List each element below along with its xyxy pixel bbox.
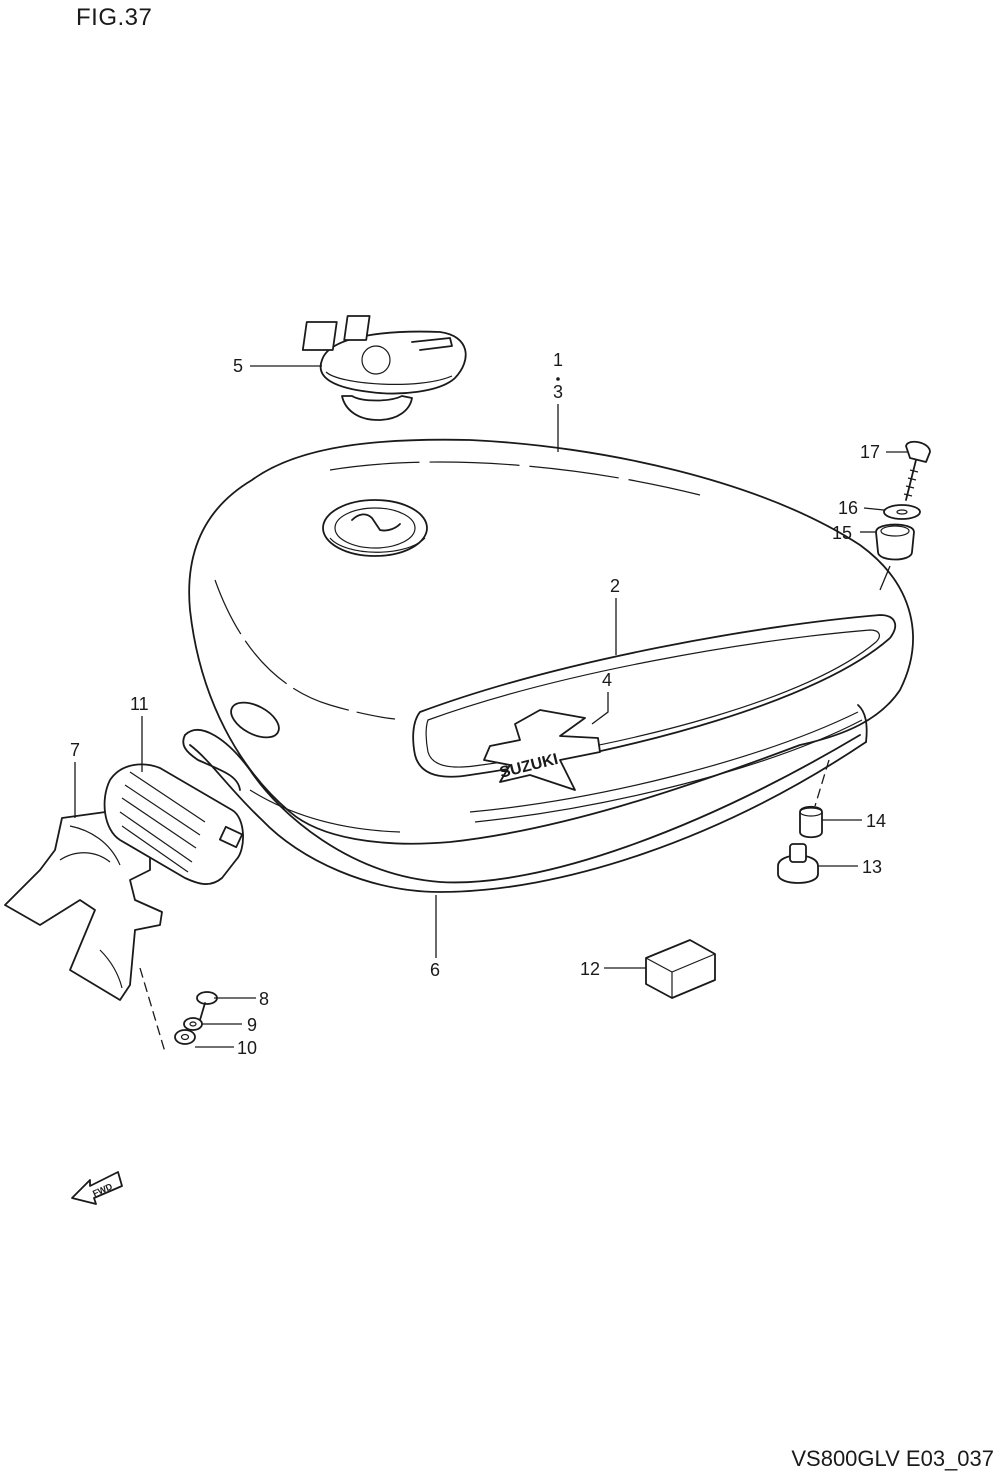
- mounting-frame[interactable]: [182, 695, 868, 893]
- callout-12: 12: [580, 959, 600, 979]
- bolt-8[interactable]: [196, 991, 218, 1021]
- fuel-tank[interactable]: [188, 438, 914, 845]
- callout-17: 17: [860, 442, 880, 462]
- callout-11: 11: [130, 694, 149, 714]
- callout-4: 4: [602, 670, 612, 690]
- document-code: VS800GLV E03_037: [791, 1446, 994, 1471]
- rubber-cushion[interactable]: [103, 763, 244, 885]
- callout-15: 15: [832, 523, 852, 543]
- callout-14: 14: [866, 811, 886, 831]
- figure-title: FIG.37: [76, 4, 153, 31]
- callout-7: 7: [70, 740, 80, 760]
- bolt-17[interactable]: [903, 440, 931, 501]
- washer-9[interactable]: [183, 1017, 203, 1031]
- callout-1: 1: [553, 350, 563, 370]
- callout-13: 13: [862, 857, 882, 877]
- callout-8: 8: [259, 989, 269, 1009]
- forward-arrow-icon: FWD: [71, 1171, 123, 1205]
- side-cover[interactable]: [4, 809, 163, 1001]
- callouts: 1 3 2 4 5 6 7 8 9 10 11 12 13 14 15 16 1…: [70, 350, 886, 1058]
- washer-16[interactable]: [883, 504, 921, 520]
- cushion-block[interactable]: [645, 939, 716, 999]
- callout-3: 3: [553, 382, 563, 402]
- callout-9: 9: [247, 1015, 257, 1035]
- callout-10: 10: [237, 1038, 257, 1058]
- fuel-cap[interactable]: [301, 315, 467, 421]
- cushion-15[interactable]: [875, 523, 915, 561]
- callout-16: 16: [838, 498, 858, 518]
- cushion-13[interactable]: [777, 843, 819, 884]
- collar-14[interactable]: [799, 805, 823, 839]
- callout-6: 6: [430, 960, 440, 980]
- washer-10[interactable]: [174, 1029, 196, 1045]
- callout-2: 2: [610, 576, 620, 596]
- callout-5: 5: [233, 356, 243, 376]
